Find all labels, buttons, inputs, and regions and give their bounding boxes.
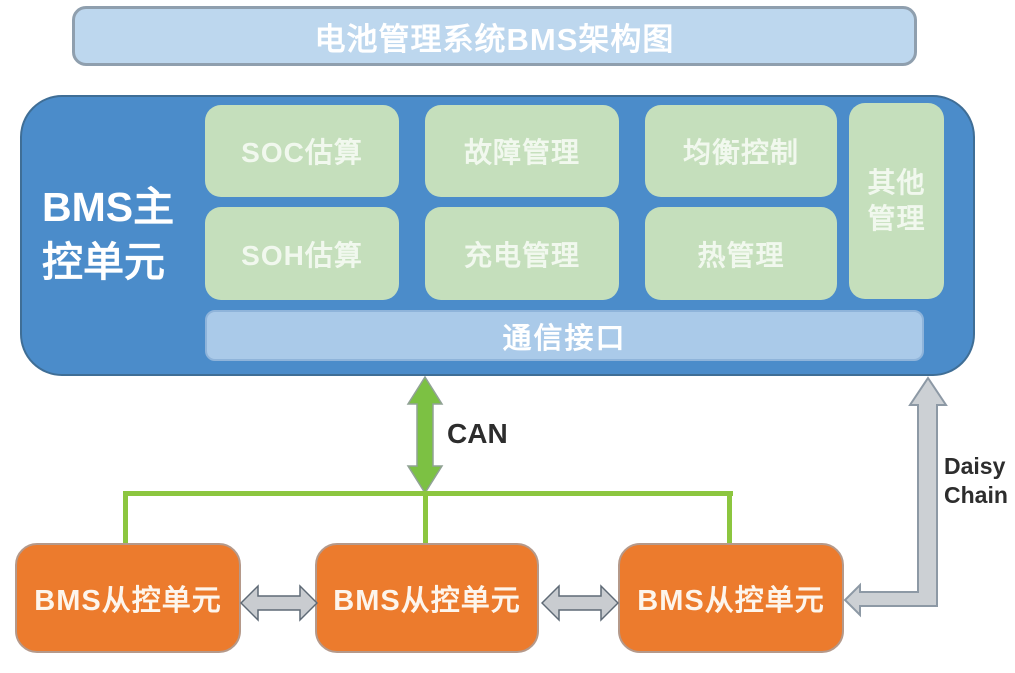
function-box-thermal-management: 热管理 xyxy=(645,207,837,300)
slave-unit-box-3: BMS从控单元 xyxy=(618,543,844,653)
master-unit-label: BMS主 控单元 xyxy=(42,180,212,291)
slave-link-arrow-icon-1 xyxy=(240,584,318,622)
daisy-chain-label: Daisy Chain xyxy=(944,452,1008,510)
function-box-balancing-control: 均衡控制 xyxy=(645,105,837,197)
function-box-other-management: 其他管理 xyxy=(849,103,944,299)
slave-unit-box-2: BMS从控单元 xyxy=(315,543,539,653)
bus-drop-left xyxy=(123,493,128,543)
function-box-soh-estimation: SOH估算 xyxy=(205,207,399,300)
bus-drop-right xyxy=(727,493,732,546)
bus-drop-middle xyxy=(423,493,428,546)
function-box-fault-management: 故障管理 xyxy=(425,105,619,197)
daisy-chain-label-line1: Daisy xyxy=(944,453,1006,479)
function-box-charging-management: 充电管理 xyxy=(425,207,619,300)
can-bus-arrow-icon xyxy=(406,376,444,494)
diagram-title: 电池管理系统BMS架构图 xyxy=(72,6,917,66)
function-box-soc-estimation: SOC估算 xyxy=(205,105,399,197)
function-box-other-management-label: 其他管理 xyxy=(867,166,926,234)
daisy-chain-label-line2: Chain xyxy=(944,481,1008,508)
slave-unit-box-1: BMS从控单元 xyxy=(15,543,241,653)
bus-line-horizontal xyxy=(123,491,733,496)
can-bus-label: CAN xyxy=(447,418,508,449)
daisy-chain-arrow-icon xyxy=(843,376,948,618)
comm-interface-bar: 通信接口 xyxy=(205,310,924,361)
master-unit-label-line1: BMS主 xyxy=(42,184,175,230)
slave-link-arrow-icon-2 xyxy=(541,584,619,622)
master-unit-label-line2: 控单元 xyxy=(42,239,165,286)
